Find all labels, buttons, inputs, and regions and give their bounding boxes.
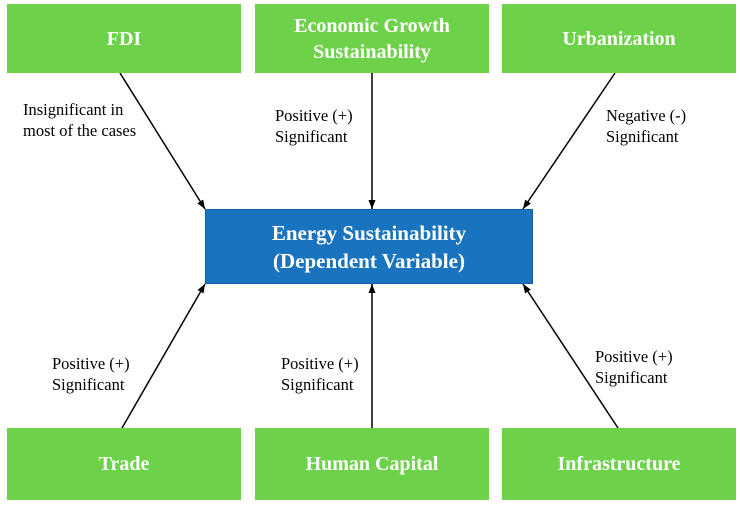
edge-label-economic-growth: Positive (+) Significant (275, 106, 353, 146)
edge-label-human-capital: Positive (+) Significant (281, 354, 359, 394)
edge-label-fdi: Insignificant in most of the cases (23, 100, 137, 140)
node-urbanization-label: Urbanization (562, 27, 676, 50)
arrow-fdi (119, 72, 206, 210)
edge-label-trade: Positive (+) Significant (52, 354, 130, 394)
node-economic-growth-label: Economic Growth Sustainability (294, 14, 450, 63)
node-fdi: FDI (7, 4, 241, 73)
node-trade: Trade (7, 428, 241, 500)
node-trade-label: Trade (98, 453, 150, 475)
edge-label-infrastructure: Positive (+) Significant (595, 347, 673, 387)
arrow-urbanization (522, 72, 616, 210)
node-infrastructure: Infrastructure (502, 428, 736, 500)
node-human-capital: Human Capital (255, 428, 489, 500)
arrow-infrastructure (522, 283, 619, 429)
center-node-label: Energy Sustainability (Dependent Variabl… (271, 220, 467, 273)
node-economic-growth: Economic Growth Sustainability (255, 4, 489, 73)
node-infrastructure-label: Infrastructure (557, 453, 681, 475)
node-human-capital-label: Human Capital (305, 453, 439, 475)
node-urbanization: Urbanization (502, 4, 736, 73)
edge-label-urbanization: Negative (-) Significant (606, 106, 687, 146)
arrow-trade (121, 283, 206, 429)
center-node: Energy Sustainability (Dependent Variabl… (205, 209, 533, 284)
node-fdi-label: FDI (106, 27, 142, 50)
